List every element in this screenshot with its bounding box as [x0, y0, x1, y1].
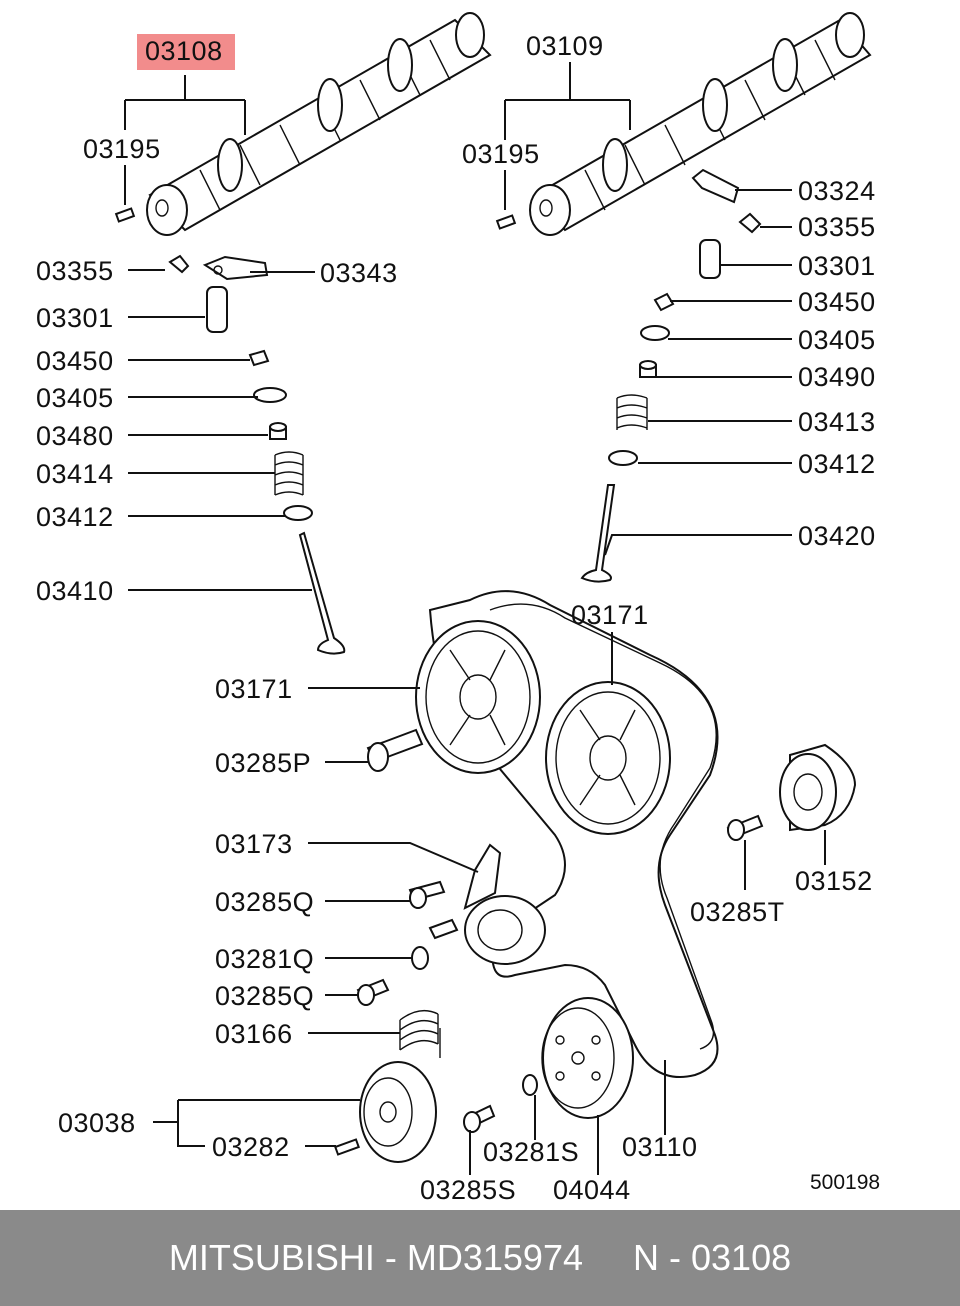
- part-label-03285P: 03285P: [215, 748, 312, 778]
- diagram-drawing: [114, 12, 872, 1175]
- footer-separator-1: -: [374, 1237, 407, 1278]
- part-label-03405-right: 03405: [798, 325, 876, 355]
- drawing-number: 500198: [810, 1171, 881, 1194]
- part-label-03195-left: 03195: [83, 134, 161, 164]
- part-label-03450-right: 03450: [798, 287, 876, 317]
- part-label-03343: 03343: [320, 258, 398, 288]
- part-label-03413: 03413: [798, 407, 876, 437]
- part-label-03324: 03324: [798, 176, 876, 206]
- part-label-04044: 04044: [553, 1175, 631, 1205]
- parts-diagram: 03108 03109 03195 03195 03355 03343 0330…: [36, 12, 881, 1205]
- part-label-03173: 03173: [215, 829, 293, 859]
- left-camshaft-drawing: [146, 12, 492, 236]
- leader-lines: [128, 189, 826, 1175]
- part-label-03109: 03109: [526, 31, 604, 61]
- part-label-03038: 03038: [58, 1108, 136, 1138]
- part-label-03195-right: 03195: [462, 139, 540, 169]
- tensioner-drawing: [428, 843, 546, 965]
- part-label-03282: 03282: [212, 1132, 290, 1162]
- left-valve-train-drawing: [168, 254, 346, 655]
- footer-bar: MITSUBISHI - MD315974 N - 03108: [0, 1210, 960, 1306]
- part-label-03171-right: 03171: [571, 600, 649, 630]
- left-sprocket-drawing: [415, 620, 541, 774]
- footer-ref-number: 03108: [691, 1237, 792, 1278]
- part-label-03285T: 03285T: [690, 897, 785, 927]
- right-valve-train-drawing: [580, 168, 762, 583]
- part-label-03281S: 03281S: [483, 1137, 580, 1167]
- crank-pulley-drawing: [541, 997, 634, 1119]
- part-label-03281Q: 03281Q: [215, 944, 315, 974]
- part-label-03410: 03410: [36, 576, 114, 606]
- part-label-03480: 03480: [36, 421, 114, 451]
- part-label-03414: 03414: [36, 459, 114, 489]
- part-label-03285Q-a: 03285Q: [215, 887, 315, 917]
- part-label-03110: 03110: [622, 1132, 698, 1162]
- bolts-drawing: [334, 728, 764, 1156]
- crank-sprocket-drawing: [359, 1061, 437, 1163]
- right-sprocket-drawing: [545, 681, 671, 835]
- right-camshaft-drawing: [529, 12, 872, 236]
- part-label-03355-right: 03355: [798, 212, 876, 242]
- part-label-03355-left: 03355: [36, 256, 114, 286]
- footer-brand: MITSUBISHI: [168, 1237, 375, 1278]
- footer-part-number: MD315974: [406, 1237, 583, 1278]
- footer-ref-prefix: N: [633, 1237, 660, 1278]
- part-label-03405-left: 03405: [36, 383, 114, 413]
- part-label-03285S: 03285S: [420, 1175, 517, 1205]
- footer-separator-2: -: [659, 1237, 692, 1278]
- footer-gap: [583, 1237, 633, 1279]
- part-label-03412-right: 03412: [798, 449, 876, 479]
- part-label-03450-left: 03450: [36, 346, 114, 376]
- part-label-03301-right: 03301: [798, 251, 876, 281]
- part-label-03166: 03166: [215, 1019, 293, 1049]
- part-label-03490: 03490: [798, 362, 876, 392]
- part-label-03412-left: 03412: [36, 502, 114, 532]
- part-label-03108-highlighted: 03108: [137, 34, 235, 70]
- spring-drawing: [399, 1009, 441, 1058]
- part-label-03301-left: 03301: [36, 303, 114, 333]
- part-label-03285Q-b: 03285Q: [215, 981, 315, 1011]
- part-label-03420: 03420: [798, 521, 876, 551]
- idler-pulley-drawing: [779, 743, 857, 832]
- part-label-03171-left: 03171: [215, 674, 293, 704]
- part-label-03152: 03152: [795, 866, 873, 896]
